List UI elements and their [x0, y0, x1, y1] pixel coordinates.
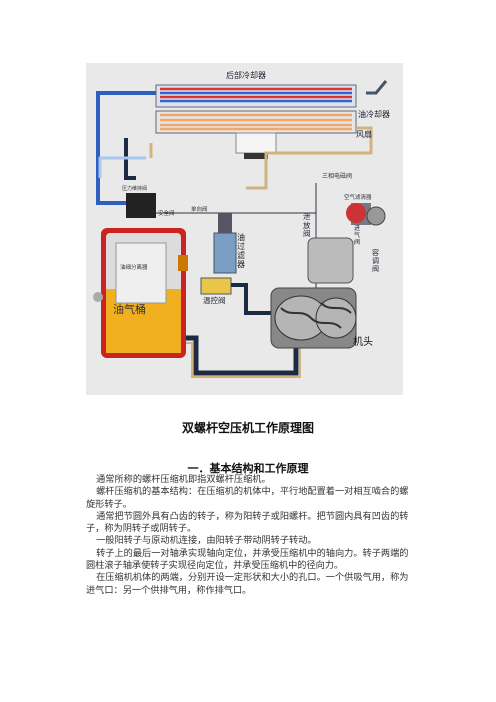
label-head: 机头 [353, 337, 373, 348]
label-safety-valve: 安全阀 [158, 211, 175, 217]
label-control-valve: 容调阀 [372, 249, 379, 273]
label-check-valve: 单向阀 [191, 207, 208, 213]
label-pressure-valve: 压力维持阀 [122, 186, 148, 192]
label-after-cooler: 后部冷却器 [226, 71, 266, 80]
label-air-filter: 空气滤清器 [344, 195, 372, 201]
label-oil-separator: 油细分离器 [120, 265, 148, 271]
label-oil-tank: 油气桶 [113, 303, 146, 316]
diagram-graphic [93, 80, 388, 378]
paragraph: 转子上的最后一对轴承实现轴向定位，并承受压缩机中的轴向力。转子两端的圆柱滚子轴承… [86, 547, 409, 572]
paragraph: 一般阳转子与原动机连接，由阳转子带动阴转子转动。 [96, 535, 317, 547]
label-fan: 风扇 [356, 130, 372, 139]
label-vent-valve: 泄放阀 [303, 212, 311, 238]
compressor-diagram: 后部冷却器 油冷却器 风扇 三相电磁阀 空气滤清器 压力维持阀 安全阀 单向阀 … [86, 63, 403, 395]
label-oil-cooler: 油冷却器 [358, 110, 390, 119]
paragraph: 通常所称的螺杆压缩机即指双螺杆压缩机。 [96, 474, 271, 485]
label-temp-control-valve: 温控阀 [203, 296, 226, 305]
body-text: 通常所称的螺杆压缩机即指双螺杆压缩机。 螺杆压缩机的基本结构：在压缩机的机体中，… [86, 474, 409, 597]
paragraph: 在压缩机机体的两端，分别开设一定形状和大小的孔口。一个供吸气用，称为进气口：另一… [86, 572, 409, 596]
label-three-phase-valve: 三相电磁阀 [322, 173, 353, 180]
paragraph: 通常把节圆外具有凸齿的转子，称为阳转子或阳螺杆。把节圆内具有凹齿的转子，称为阴转… [86, 510, 409, 535]
section-heading: 一．基本结构和工作原理 [187, 462, 309, 475]
document-title: 双螺杆空压机工作原理图 [181, 421, 314, 435]
label-intake-valve: 进气阀 [354, 225, 361, 246]
paragraph: 螺杆压缩机的基本结构：在压缩机的机体中，平行地配置着一对相互啮合的螺旋形转子。 [86, 486, 409, 510]
label-oil-filter: 油过滤器 [237, 233, 245, 269]
